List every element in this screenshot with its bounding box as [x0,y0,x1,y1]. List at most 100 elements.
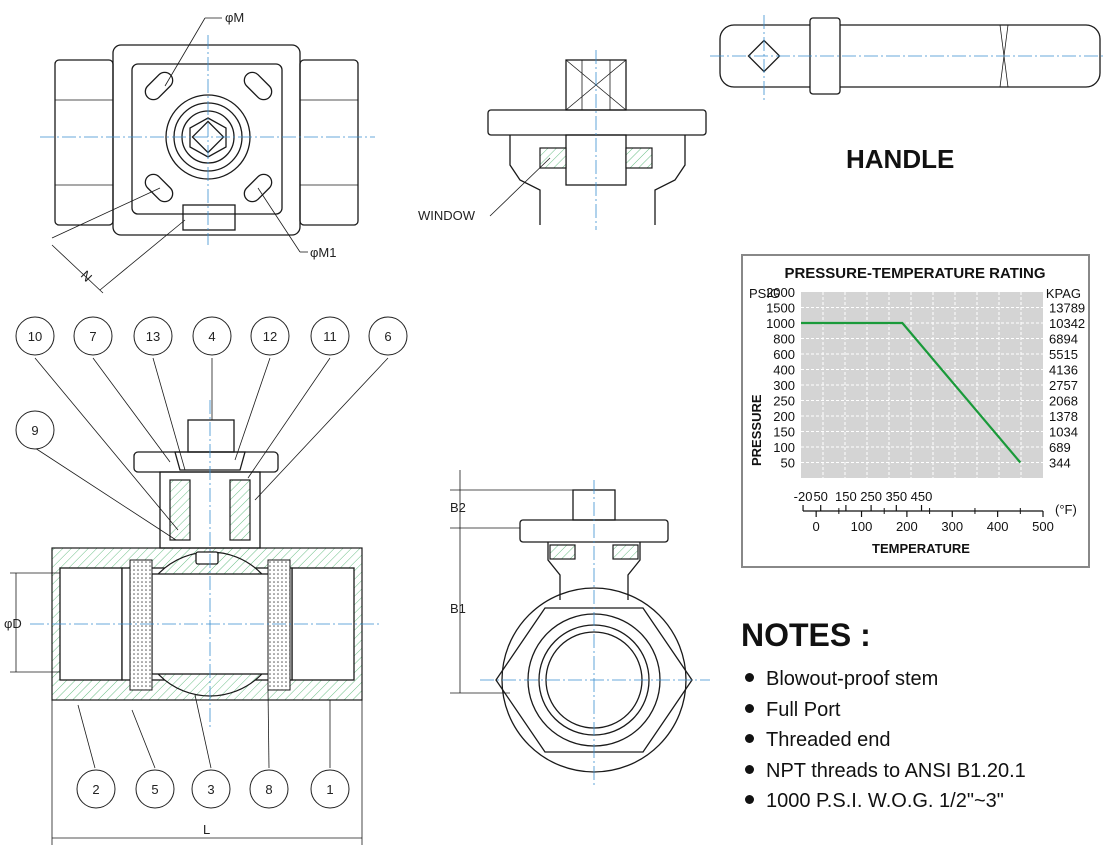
callout-number: 3 [207,782,214,797]
dimensions-main [10,572,363,845]
x-axis-label: TEMPERATURE [872,541,970,556]
y-left-tick: 400 [773,363,795,378]
l-label: L [203,822,210,837]
y-right-tick: 6894 [1049,332,1078,347]
callout-balloon-5: 5 [135,769,175,809]
note-text: Threaded end [766,729,891,751]
y-right-tick: 1034 [1049,425,1078,440]
y-axis-label: PRESSURE [749,394,764,466]
y-left-tick: 300 [773,378,795,393]
callout-number: 8 [265,782,272,797]
phi-m1-label: φM1 [310,245,337,260]
bullet-icon [745,703,754,713]
x-top-unit: (°F) [1055,502,1077,517]
y-right-tick: 10342 [1049,316,1085,331]
x-bottom-tick: 100 [851,519,873,534]
handle-view [710,15,1105,100]
callout-number: 6 [384,329,391,344]
x-top-tick: 450 [911,489,933,504]
callout-balloon-10: 10 [15,316,55,356]
chart-title: PRESSURE-TEMPERATURE RATING [784,265,1045,282]
callout-balloon-2: 2 [76,769,116,809]
chart-svg: PRESSURE-TEMPERATURE RATING PSIG KPAG PR… [749,265,1085,556]
callout-balloon-13: 13 [133,316,173,356]
callout-balloon-4: 4 [192,316,232,356]
callout-number: 7 [89,329,96,344]
y-left-tick: 200 [773,409,795,424]
callout-number: 12 [263,329,277,344]
notes-title: NOTES : [741,617,871,653]
top-view [40,17,375,294]
main-section-view [30,400,380,730]
y-right-tick: 5515 [1049,347,1078,362]
callout-number: 4 [208,329,215,344]
callout-number: 2 [92,782,99,797]
y-right-tick: 689 [1049,440,1071,455]
x-bottom-tick: 200 [896,519,918,534]
y-right-tick: 1378 [1049,409,1078,424]
y-right-tick: 344 [1049,456,1071,471]
callout-balloon-11: 11 [310,316,350,356]
n-label: N [78,268,95,285]
b2-label: B2 [450,500,466,515]
note-item: Threaded end [745,725,1026,756]
balloon-layer: 10 7 13 4 12 11 6 9 2 5 3 8 1 [15,316,408,809]
y-left-tick: 100 [773,440,795,455]
callout-balloon-1: 1 [310,769,350,809]
y-right-tick: 13789 [1049,301,1085,316]
note-item: 1000 P.S.I. W.O.G. 1/2"~3" [745,786,1026,817]
callout-number: 13 [146,329,160,344]
callout-number: 10 [28,329,42,344]
x-top-tick: 350 [885,489,907,504]
bullet-icon [745,764,754,774]
window-section-view [487,50,707,230]
callout-number: 11 [323,329,337,344]
callout-balloon-8: 8 [249,769,289,809]
b1-label: B1 [450,601,466,616]
y-left-tick: 2000 [766,285,795,300]
note-item: Full Port [745,695,1026,726]
callout-number: 5 [151,782,158,797]
phi-m-label: φM [225,10,244,25]
callout-number: 9 [31,423,38,438]
callout-balloon-9: 9 [15,410,55,450]
window-label: WINDOW [418,208,476,223]
bullet-icon [745,673,754,683]
y-left-tick: 1000 [766,316,795,331]
note-text: NPT threads to ANSI B1.20.1 [766,759,1026,782]
y-left-tick: 50 [781,456,795,471]
callout-balloon-12: 12 [250,316,290,356]
callout-number: 1 [326,782,333,797]
x-bottom-tick: 300 [941,519,963,534]
callout-balloon-6: 6 [368,316,408,356]
y-left-unit: PSIG [749,286,780,301]
x-top-tick: 50 [813,489,827,504]
handle-title: HANDLE [846,144,955,174]
x-top-tick: 150 [835,489,857,504]
x-top-tick: 250 [860,489,882,504]
note-text: 1000 P.S.I. W.O.G. 1/2"~3" [766,790,1004,812]
callout-balloon-7: 7 [73,316,113,356]
y-left-tick: 150 [773,425,795,440]
y-left-tick: 600 [773,347,795,362]
y-left-tick: 250 [773,394,795,409]
note-item: Blowout-proof stem [745,664,1026,695]
y-right-tick: 2068 [1049,394,1078,409]
x-bottom-tick: 500 [1032,519,1054,534]
y-right-unit: KPAG [1046,286,1081,301]
callout-balloon-3: 3 [191,769,231,809]
mounting-slots [144,71,273,203]
bullet-icon [745,795,754,805]
chart-layer: 2000150010008006004003002502001501005013… [766,285,1085,534]
note-item: NPT threads to ANSI B1.20.1 [745,756,1026,787]
note-text: Blowout-proof stem [766,668,939,690]
x-bottom-tick: 400 [987,519,1009,534]
x-top-tick: -20 [794,489,813,504]
note-text: Full Port [766,698,841,721]
x-bottom-tick: 0 [813,519,820,534]
phi-d-label: φD [4,616,22,631]
y-right-tick: 4136 [1049,363,1078,378]
side-view [450,470,710,785]
